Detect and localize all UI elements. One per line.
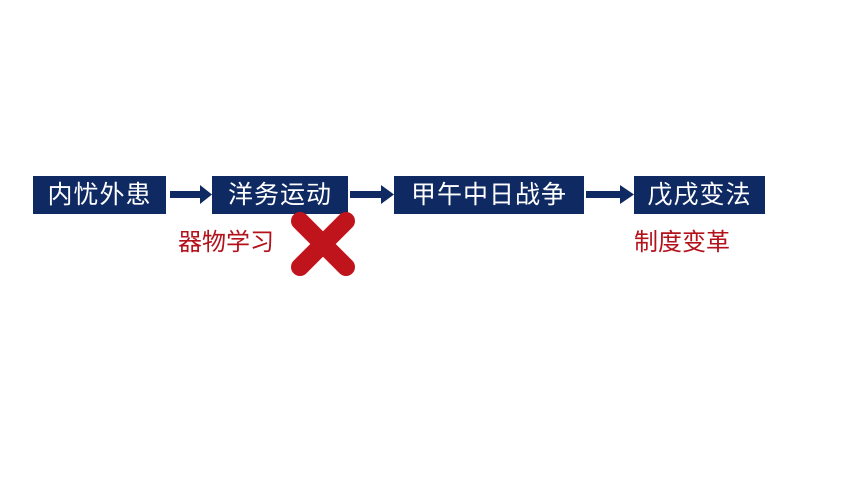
step-box-3: 甲午中日战争 — [394, 176, 584, 214]
step-box-4: 戊戌变法 — [634, 176, 765, 214]
cross-icon — [291, 212, 355, 276]
step-box-2: 洋务运动 — [212, 176, 348, 214]
arrow-right-icon — [170, 185, 212, 204]
arrow-right-icon — [586, 185, 634, 204]
note-right: 制度变革 — [634, 228, 730, 256]
step-box-1: 内忧外患 — [33, 176, 166, 214]
note-left: 器物学习 — [178, 228, 274, 256]
arrow-right-icon — [350, 185, 394, 204]
